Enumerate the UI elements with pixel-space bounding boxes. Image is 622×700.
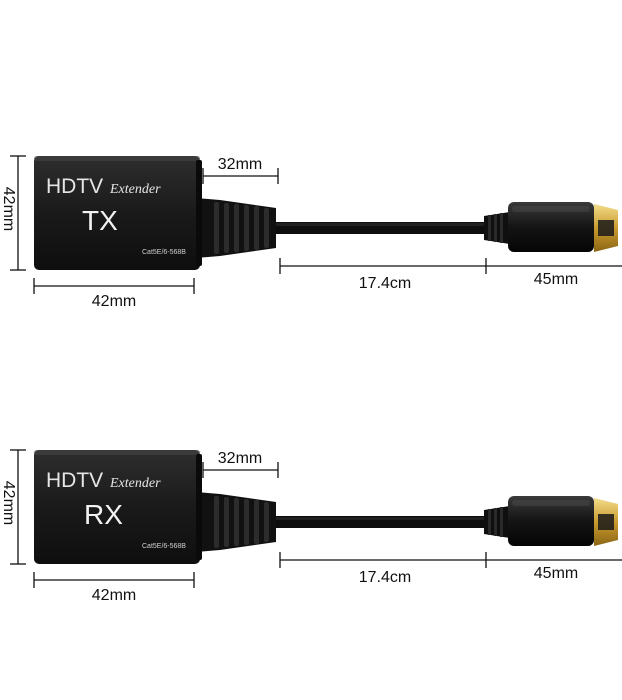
rx-brand-label: HDTV <box>46 469 103 492</box>
rx-role-label: RX <box>84 499 123 530</box>
rx-plug-dimension: 45mm <box>534 565 578 582</box>
rx-spec-label: Cat5E/6-568B <box>142 543 186 550</box>
rx-boot-dimension: 32mm <box>218 450 262 467</box>
tx-cable-dimension: 17.4cm <box>359 275 411 292</box>
tx-width-dimension: 42mm <box>92 293 136 310</box>
rx-height-dimension: 42mm <box>0 481 17 525</box>
tx-spec-label: Cat5E/6-568B <box>142 249 186 256</box>
tx-height-dimension: 42mm <box>0 187 17 231</box>
rx-extender-assembly: HDTV Extender RX Cat5E/6-568B 42mm 42mm … <box>0 449 622 604</box>
rx-width-dimension: 42mm <box>92 587 136 604</box>
tx-extender-assembly: HDTV Extender TX Cat5E/6-568B 42mm 42mm … <box>0 155 622 310</box>
rx-subtitle-label: Extender <box>109 476 161 491</box>
tx-plug-dimension: 45mm <box>534 271 578 288</box>
rx-cable-dimension: 17.4cm <box>359 569 411 586</box>
tx-boot-dimension: 32mm <box>218 156 262 173</box>
tx-role-label: TX <box>82 205 118 236</box>
tx-subtitle-label: Extender <box>109 182 161 197</box>
tx-brand-label: HDTV <box>46 175 103 198</box>
